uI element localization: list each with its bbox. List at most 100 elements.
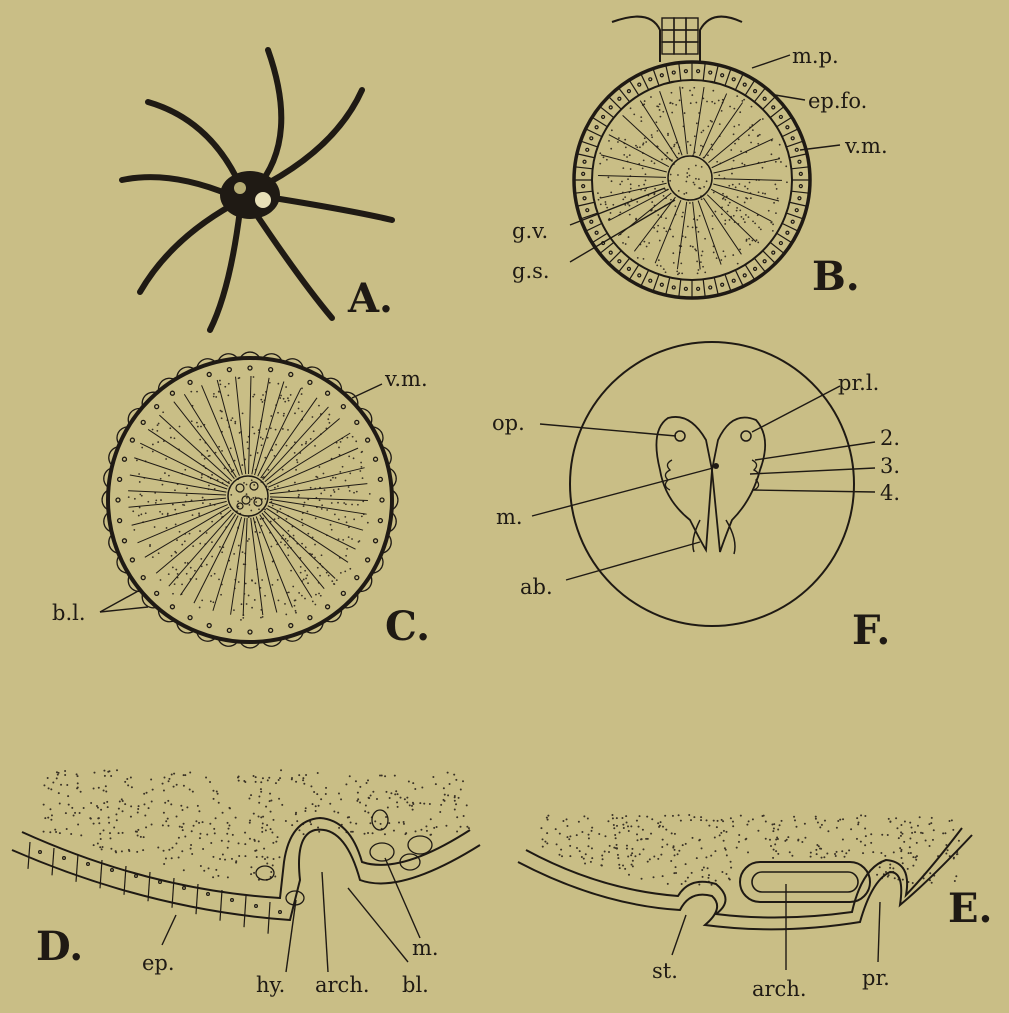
- yolk-dot: [672, 815, 674, 817]
- ray-line: [660, 91, 682, 155]
- yolk-dot: [191, 420, 193, 422]
- yolk-dot: [258, 796, 260, 798]
- yolk-dot: [579, 850, 581, 852]
- yolk-dot: [929, 872, 931, 874]
- yolk-dot: [324, 489, 326, 491]
- cell-wall: [679, 63, 681, 81]
- yolk-dot: [724, 847, 726, 849]
- yolk-dot: [837, 820, 839, 822]
- yolk-dot: [730, 149, 732, 151]
- cell-nucleus: [798, 197, 801, 200]
- yolk-dot: [238, 377, 240, 379]
- cell-nucleus: [721, 283, 724, 286]
- yolk-dot: [653, 227, 655, 229]
- figure-f-label-3: 3.: [880, 454, 900, 478]
- yolk-dot: [222, 812, 224, 814]
- yolk-dot: [250, 873, 252, 875]
- blastoderm-nucleus: [227, 368, 231, 372]
- yolk-dot: [631, 864, 633, 866]
- yolk-dot: [301, 387, 303, 389]
- yolk-dot: [312, 601, 314, 603]
- yolk-dot: [456, 816, 458, 818]
- figure-f-outline: [570, 342, 854, 626]
- yolk-dot: [881, 834, 883, 836]
- yolk-dot: [696, 219, 698, 221]
- yolk-dot: [163, 863, 165, 865]
- yolk-dot: [234, 421, 236, 423]
- yolk-dot: [290, 570, 292, 572]
- yolk-dot: [630, 198, 632, 200]
- yolk-dot: [174, 489, 176, 491]
- blastoderm-nucleus: [155, 405, 159, 409]
- yolk-dot: [206, 833, 208, 835]
- yolk-dot: [638, 185, 640, 187]
- yolk-dot: [160, 499, 162, 501]
- yolk-dot: [137, 829, 139, 831]
- yolk-dot: [678, 153, 680, 155]
- yolk-dot: [911, 832, 913, 834]
- cell-nucleus: [627, 267, 630, 270]
- yolk-dot: [909, 846, 911, 848]
- ray-line: [693, 202, 701, 270]
- yolk-dot: [300, 566, 302, 568]
- yolk-dot: [625, 243, 627, 245]
- yolk-dot: [332, 477, 334, 479]
- yolk-dot: [197, 805, 199, 807]
- yolk-dot: [454, 796, 456, 798]
- yolk-dot: [390, 792, 392, 794]
- ray-line: [707, 195, 756, 242]
- yolk-dot: [915, 859, 917, 861]
- ray-line: [694, 87, 704, 154]
- yolk-dot: [344, 516, 346, 518]
- yolk-dot: [737, 196, 739, 198]
- yolk-dot: [856, 838, 858, 840]
- yolk-dot: [578, 821, 580, 823]
- yolk-dot: [301, 519, 303, 521]
- yolk-dot: [674, 833, 676, 835]
- yolk-dot: [656, 264, 658, 266]
- yolk-dot: [218, 802, 220, 804]
- blastoderm-nucleus: [207, 624, 211, 628]
- yolk-dot: [412, 802, 414, 804]
- yolk-dot: [682, 844, 684, 846]
- yolk-dot: [600, 203, 602, 205]
- yolk-dot: [200, 426, 202, 428]
- blastoderm-nucleus: [380, 498, 384, 502]
- yolk-dot: [466, 804, 468, 806]
- yolk-dot: [261, 827, 263, 829]
- yolk-dot: [369, 822, 371, 824]
- yolk-dot: [277, 412, 279, 414]
- yolk-dot: [160, 478, 162, 480]
- yolk-dot: [689, 175, 691, 177]
- yolk-dot: [542, 846, 544, 848]
- yolk-dot: [175, 524, 177, 526]
- yolk-dot: [701, 847, 703, 849]
- yolk-dot: [773, 823, 775, 825]
- cell-wall: [76, 854, 78, 882]
- yolk-dot: [648, 242, 650, 244]
- yolk-dot: [366, 782, 368, 784]
- yolk-dot: [262, 438, 264, 440]
- yolk-dot: [246, 603, 248, 605]
- yolk-dot: [301, 595, 303, 597]
- yolk-dot: [453, 774, 455, 776]
- yolk-dot: [274, 487, 276, 489]
- yolk-dot: [315, 476, 317, 478]
- cell-nucleus: [772, 106, 775, 109]
- yolk-dot: [560, 849, 562, 851]
- yolk-dot: [777, 853, 779, 855]
- yolk-dot: [93, 844, 95, 846]
- yolk-dot: [262, 616, 264, 618]
- yolk-dot: [747, 851, 749, 853]
- figure-f-label-2: 2.: [880, 426, 900, 450]
- yolk-dot: [355, 440, 357, 442]
- yolk-dot: [238, 545, 240, 547]
- yolk-dot: [887, 834, 889, 836]
- yolk-dot: [267, 779, 269, 781]
- blastoderm-nucleus: [374, 539, 378, 543]
- yolk-dot: [685, 880, 687, 882]
- yolk-dot: [772, 223, 774, 225]
- cell-nucleus: [709, 71, 712, 74]
- yolk-dot: [686, 172, 688, 174]
- yolk-dot: [739, 209, 741, 211]
